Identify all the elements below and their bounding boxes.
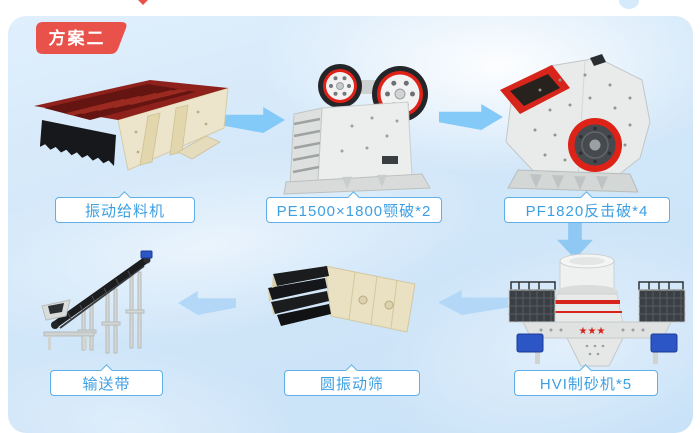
- jaw-crusher-image: [283, 64, 431, 195]
- vibrating-feeder-image: [34, 80, 229, 171]
- left-platform: [508, 281, 556, 323]
- label-vibrating-screen: 圆振动筛: [284, 370, 420, 396]
- right-platform: [638, 281, 686, 323]
- label-impact-crusher: PF1820反击破*4: [504, 197, 670, 223]
- label-text: 振动给料机: [84, 202, 165, 220]
- decorative-red-sliver: [138, 0, 148, 5]
- vibrating-screen-image: [268, 265, 416, 333]
- sand-maker-image: ★★★: [508, 253, 686, 367]
- left-flywheel: [318, 64, 362, 108]
- label-vibrating-feeder: 振动给料机: [55, 197, 195, 223]
- label-text: HVI制砂机*5: [539, 375, 633, 393]
- label-sand-maker: HVI制砂机*5: [514, 370, 658, 396]
- label-jaw-crusher: PE1500×1800颚破*2: [266, 197, 442, 223]
- impact-crusher-image: [500, 54, 651, 193]
- plan-badge-label: 方案二: [49, 28, 106, 48]
- decorative-dot: [619, 0, 639, 9]
- label-text: 圆振动筛: [319, 375, 384, 393]
- plan-badge: 方案二: [36, 22, 127, 54]
- red-stars: ★★★: [579, 326, 606, 337]
- label-text: PE1500×1800颚破*2: [276, 202, 432, 220]
- label-text: 输送带: [82, 375, 131, 393]
- label-conveyor-belt: 输送带: [50, 370, 163, 396]
- conveyor-belt-image: [41, 250, 153, 354]
- label-text: PF1820反击破*4: [525, 202, 649, 220]
- drive-wheel: [568, 118, 622, 172]
